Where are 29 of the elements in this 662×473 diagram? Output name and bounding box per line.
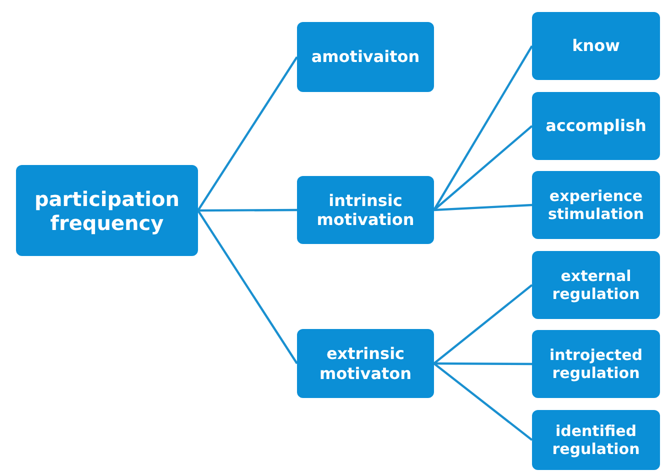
box-label: amotivaiton (311, 47, 420, 67)
category-box (532, 330, 660, 398)
category-box (297, 329, 434, 398)
connector-line (434, 362, 532, 366)
connector-line (197, 56, 298, 212)
box-label: external regulation (551, 267, 641, 303)
category-box (532, 12, 660, 80)
box-label: experience stimulation (546, 187, 646, 223)
connector-line (433, 45, 533, 211)
box-label: accomplish (546, 116, 646, 136)
connector-line (433, 284, 533, 364)
category-box (532, 410, 660, 470)
box-label: participation frequency (33, 186, 180, 234)
connector-line (197, 210, 298, 364)
connector-line (433, 362, 533, 441)
category-box (532, 171, 660, 239)
connector-line (198, 208, 297, 212)
category-box (16, 165, 198, 256)
box-label: intrinsic motivation (316, 190, 416, 230)
connector-line (433, 125, 533, 211)
box-label: identified regulation (551, 422, 641, 458)
box-label: know (572, 36, 620, 56)
category-box (297, 176, 434, 244)
category-box (297, 22, 434, 92)
category-box (532, 251, 660, 319)
connector-line (434, 204, 532, 212)
category-box (532, 92, 660, 160)
box-label: extrinsic motivaton (318, 344, 413, 383)
box-label: introjected regulation (548, 346, 644, 382)
